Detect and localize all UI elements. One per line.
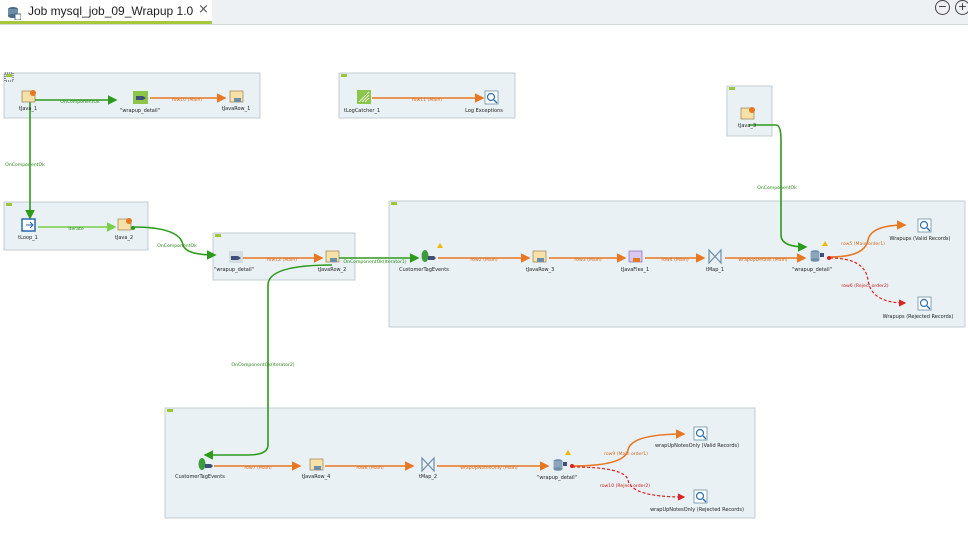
component-tlogcatcher-1[interactable]: tLogCatcher_1: [344, 90, 380, 114]
component-wrapup-detail-right[interactable]: "wrapup_detail": [792, 250, 832, 273]
link-row9-label: row9 (Main order1): [604, 451, 648, 457]
connector-dot: [827, 256, 831, 260]
component-tmap-2-label: tMap_2: [419, 474, 437, 480]
editor-tab-bar: Job mysql_job_09_Wrapup 1.0 × − +: [0, 0, 968, 25]
minimize-icon[interactable]: −: [935, 0, 950, 15]
component-wrapup-detail-mid[interactable]: "wrapup_detail": [214, 251, 254, 273]
component-wrapups-rejected-label: Wrapups (Rejected Records): [883, 314, 954, 320]
link-wrapup-details-label: wrapupDetails (Main): [738, 257, 787, 263]
link-ok-4-label: OnComponentOk: [757, 185, 797, 191]
component-log-exceptions-label: Log Exceptions: [465, 108, 503, 114]
component-wrapup-detail-mid-label: "wrapup_detail": [214, 267, 254, 273]
link-row3-label: row3 (Main): [574, 257, 601, 263]
link-ok-3-label: OnComponentOk: [157, 243, 197, 249]
component-tmap-2[interactable]: tMap_2: [419, 456, 437, 480]
warning-icon: [822, 241, 828, 246]
link-row6-label: row6 (Reject order2): [841, 283, 888, 289]
close-icon[interactable]: ×: [198, 2, 209, 17]
component-wrapup-detail-top[interactable]: "wrapup_detail": [120, 91, 160, 114]
component-tjavarow-3-label: tJavaRow_3: [526, 267, 555, 273]
link-ok-4[interactable]: [749, 124, 808, 252]
component-wrapup-notes-valid[interactable]: wrapUpNotesOnly (Valid Records): [655, 426, 739, 449]
link-row6[interactable]: [829, 257, 907, 307]
link-row4-label: row4 (Main): [661, 257, 688, 263]
component-tjava-3-label: tJava_3: [738, 123, 756, 129]
component-tjava-2[interactable]: tJava_2: [115, 218, 133, 241]
component-tjavarow-1[interactable]: tJavaRow_1: [222, 90, 251, 112]
link-row12-label: row12 (Main): [267, 257, 297, 263]
component-wrapup-detail-right-label: "wrapup_detail": [792, 267, 832, 273]
job-tab[interactable]: Job mysql_job_09_Wrapup 1.0 ×: [0, 0, 212, 24]
tab-title: Job mysql_job_09_Wrapup 1.0: [28, 4, 194, 18]
component-tloop-1[interactable]: tLoop_1: [18, 218, 38, 241]
link-row9[interactable]: [571, 429, 686, 467]
connector-dot: [131, 226, 135, 230]
job-design-canvas[interactable]: OnComponentOk OnComponentOk Iterate OnCo…: [0, 25, 968, 544]
component-tjavarow-4-label: tJavaRow_4: [302, 474, 331, 480]
link-row10-label: row10 (Main): [172, 97, 202, 103]
component-tjavaflex-1[interactable]: tJavaFlex_1: [621, 250, 649, 273]
subjob-customer-tags: [388, 200, 966, 328]
link-row2-label: row2 (Main): [470, 257, 497, 263]
link-ok-2-label: OnComponentOk: [5, 162, 45, 168]
link-row7-label: row7 (Main): [244, 465, 271, 471]
link-row10-reject-label: row10 (Reject order2): [600, 483, 650, 489]
component-tmap-1[interactable]: tMap_1: [706, 248, 724, 273]
component-wrapup-notes-rejected-label: wrapUpNotesOnly (Rejected Records): [650, 507, 744, 513]
link-wrapup-notes-label: wrapUpNotesOnly (Main): [460, 465, 518, 471]
component-wrapup-notes-valid-label: wrapUpNotesOnly (Valid Records): [655, 443, 739, 449]
component-wrapups-valid-label: Wrapups (Valid Records): [890, 236, 951, 242]
component-tloop-1-label: tLoop_1: [18, 235, 38, 241]
link-row11-label: row11 (Main): [412, 97, 442, 103]
component-wrapups-valid[interactable]: Wrapups (Valid Records): [890, 218, 951, 242]
component-tjavarow-2-label: tJavaRow_2: [318, 267, 347, 273]
link-iterate-label: Iterate: [68, 226, 83, 232]
component-customer-tag-events-top-label: CustomerTagEvents: [399, 267, 449, 273]
component-wrapup-detail-bottom[interactable]: "wrapup_detail": [537, 459, 577, 481]
component-wrapup-notes-rejected[interactable]: wrapUpNotesOnly (Rejected Records): [650, 489, 744, 513]
component-tjavarow-1-label: tJavaRow_1: [222, 106, 251, 112]
link-ok-iter2[interactable]: [203, 264, 333, 460]
link-row5-label: row5 (Main order1): [841, 241, 885, 247]
link-row5[interactable]: [829, 220, 907, 258]
link-row8-label: row8 (Main): [356, 465, 383, 471]
component-tjavaflex-1-label: tJavaFlex_1: [621, 267, 649, 273]
component-log-exceptions[interactable]: Log Exceptions: [465, 90, 503, 114]
component-tjavarow-4[interactable]: tJavaRow_4: [302, 458, 331, 480]
link-ok-3[interactable]: [132, 226, 217, 260]
component-tjava-2-label: tJava_2: [115, 235, 133, 241]
warning-icon: [565, 450, 571, 455]
component-tjava-1-label: tJava_1: [19, 106, 37, 112]
component-customer-tag-events-top[interactable]: CustomerTagEvents: [399, 250, 449, 273]
link-ok-iter1-label: OnComponentOk(Iterator1): [343, 259, 406, 265]
link-ok-iter2-label: OnComponentOk(Iterator2): [231, 362, 294, 368]
component-tlogcatcher-1-label: tLogCatcher_1: [344, 108, 380, 114]
component-customer-tag-events-bottom-label: CustomerTagEvents: [175, 474, 225, 480]
link-row10-reject[interactable]: [571, 466, 686, 501]
component-wrapup-detail-bottom-label: "wrapup_detail": [537, 475, 577, 481]
component-customer-tag-events-bottom[interactable]: CustomerTagEvents: [175, 458, 225, 480]
component-tjavarow-3[interactable]: tJavaRow_3: [526, 250, 555, 273]
database-icon: [7, 5, 22, 24]
link-ok-1-label: OnComponentOk: [60, 99, 100, 105]
component-tjavarow-2[interactable]: tJavaRow_2: [318, 250, 347, 273]
component-tmap-1-label: tMap_1: [706, 267, 724, 273]
connector-dot: [570, 464, 574, 468]
maximize-icon[interactable]: +: [955, 0, 968, 15]
subjob-notes: [164, 407, 756, 519]
component-tjava-1[interactable]: tJava_1: [4, 72, 37, 112]
warning-icon: [437, 243, 443, 248]
component-wrapup-detail-top-label: "wrapup_detail": [120, 108, 160, 114]
component-tjava-3[interactable]: tJava_3: [738, 107, 756, 129]
component-wrapups-rejected[interactable]: Wrapups (Rejected Records): [883, 296, 954, 320]
